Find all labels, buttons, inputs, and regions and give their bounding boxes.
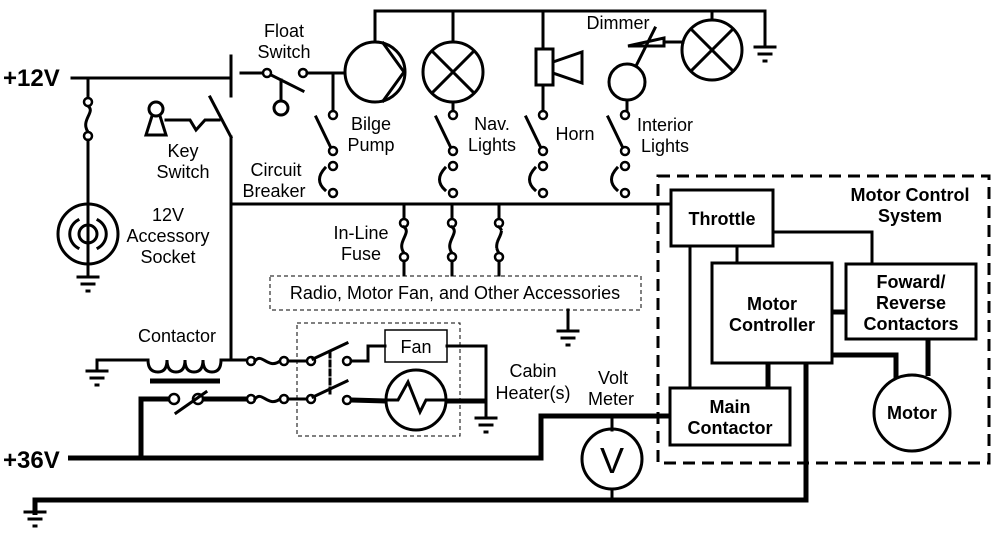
- dimmer-knob-icon: [607, 62, 647, 102]
- ground-rail: [23, 363, 809, 528]
- inline-fuses: In-Line Fuse: [333, 202, 505, 277]
- socket-label-3: Socket: [140, 247, 195, 267]
- accessory-socket-branch: 12V Accessory Socket: [56, 76, 210, 293]
- fuse-icon: [446, 202, 458, 277]
- cabin-heater-label-2: Heater(s): [495, 383, 570, 403]
- breaker-nav: [433, 109, 459, 199]
- socket-label-2: Accessory: [126, 226, 209, 246]
- nav-lights: Nav. Lights: [421, 40, 516, 155]
- main-contactor-label-1: Main: [709, 397, 750, 417]
- ground-icon: [85, 358, 109, 387]
- throttle-label: Throttle: [689, 209, 756, 229]
- interior-lights: Dimmer Interior Lights: [587, 13, 744, 156]
- fan-heater-circuit: Fan Cabin Heater(s): [202, 322, 571, 437]
- circuit-breakers: Circuit Breaker: [242, 109, 631, 201]
- horn: Horn: [534, 47, 595, 144]
- accessories-label: Radio, Motor Fan, and Other Accessories: [290, 283, 620, 303]
- circuit-breaker-label-1: Circuit: [250, 160, 301, 180]
- volt-symbol: V: [600, 440, 624, 481]
- motor-controller-label-2: Controller: [729, 315, 815, 335]
- nav-lights-label-1: Nav.: [474, 114, 510, 134]
- key-switch-label-1: Key: [167, 141, 198, 161]
- rail-12v-label: +12V: [3, 65, 60, 92]
- fr-label-2: Reverse: [876, 293, 946, 313]
- rail-12v: +12V: [3, 54, 233, 98]
- motor-controller-box: Motor Controller: [710, 261, 834, 365]
- pump-icon: [343, 40, 407, 104]
- breaker-bilge: [313, 109, 339, 199]
- rail-36v: +36V: [3, 396, 670, 474]
- interior-lights-label-1: Interior: [637, 115, 693, 135]
- motor-control-system: Motor Control System Throttle Motor Cont…: [656, 174, 991, 465]
- mcs-title-1: Motor Control: [851, 185, 970, 205]
- fuse-icon: [252, 356, 283, 366]
- key-switch: Key Switch: [143, 94, 234, 362]
- socket-icon: [56, 202, 120, 266]
- motor-icon: [872, 373, 952, 453]
- key-switch-label-2: Switch: [156, 162, 209, 182]
- accessories-box: Radio, Motor Fan, and Other Accessories: [269, 275, 642, 347]
- ground-icon: [23, 510, 47, 528]
- dimmer-icon: [627, 25, 685, 69]
- ground-icon: [753, 45, 777, 63]
- fuse-icon: [252, 394, 283, 404]
- motor-controller-label-1: Motor: [747, 294, 797, 314]
- float-switch-label-1: Float: [264, 21, 304, 41]
- coil-icon: [146, 358, 223, 374]
- horn-label: Horn: [555, 124, 594, 144]
- circuit-breaker-label-2: Breaker: [242, 181, 305, 201]
- ground-icon: [556, 329, 580, 347]
- fr-label-1: Foward/: [876, 272, 945, 292]
- bilge-pump-label-2: Pump: [347, 135, 394, 155]
- volt-meter-label-2: Meter: [588, 389, 634, 409]
- bilge-pump: Bilge Pump: [343, 40, 407, 155]
- ground-icon: [474, 416, 498, 434]
- float-switch: Float Switch: [239, 21, 347, 117]
- contactor-label: Contactor: [138, 326, 216, 346]
- volt-meter: V Volt Meter: [580, 368, 644, 502]
- breaker-interior: [605, 109, 631, 199]
- volt-meter-label-1: Volt: [598, 368, 628, 388]
- fr-label-3: Contactors: [863, 314, 958, 334]
- fan-label: Fan: [400, 337, 431, 357]
- bilge-pump-label-1: Bilge: [351, 114, 391, 134]
- mcs-title-2: System: [878, 206, 942, 226]
- main-contactor-box: Main Contactor: [668, 386, 792, 447]
- inline-fuse-label-1: In-Line: [333, 223, 388, 243]
- interior-lights-label-2: Lights: [641, 136, 689, 156]
- horn-icon: [534, 47, 584, 87]
- inline-fuse-label-2: Fuse: [341, 244, 381, 264]
- ground-icon: [76, 275, 100, 293]
- throttle-box: Throttle: [669, 188, 775, 248]
- contactor: Contactor: [85, 326, 248, 416]
- key-icon: [143, 100, 169, 137]
- nav-lights-label-2: Lights: [468, 135, 516, 155]
- main-contactor-label-2: Contactor: [688, 418, 773, 438]
- heater-icon: [384, 368, 448, 432]
- fuse-icon: [398, 202, 410, 277]
- fr-contactors-box: Foward/ Reverse Contactors: [844, 262, 978, 341]
- breaker-horn: [523, 109, 549, 199]
- lamp-icon: [421, 40, 485, 104]
- voltmeter-icon: [580, 427, 644, 491]
- motor-label: Motor: [887, 403, 937, 423]
- cabin-heater-label-1: Cabin: [509, 361, 556, 381]
- load-return-line: [373, 9, 777, 63]
- fuse-icon: [493, 204, 505, 277]
- float-switch-label-2: Switch: [257, 42, 310, 62]
- motor: Motor: [872, 373, 952, 453]
- rail-36v-label: +36V: [3, 447, 60, 474]
- socket-label-1: 12V: [152, 205, 184, 225]
- dimmer-label: Dimmer: [587, 13, 650, 33]
- lamp-icon: [680, 18, 744, 82]
